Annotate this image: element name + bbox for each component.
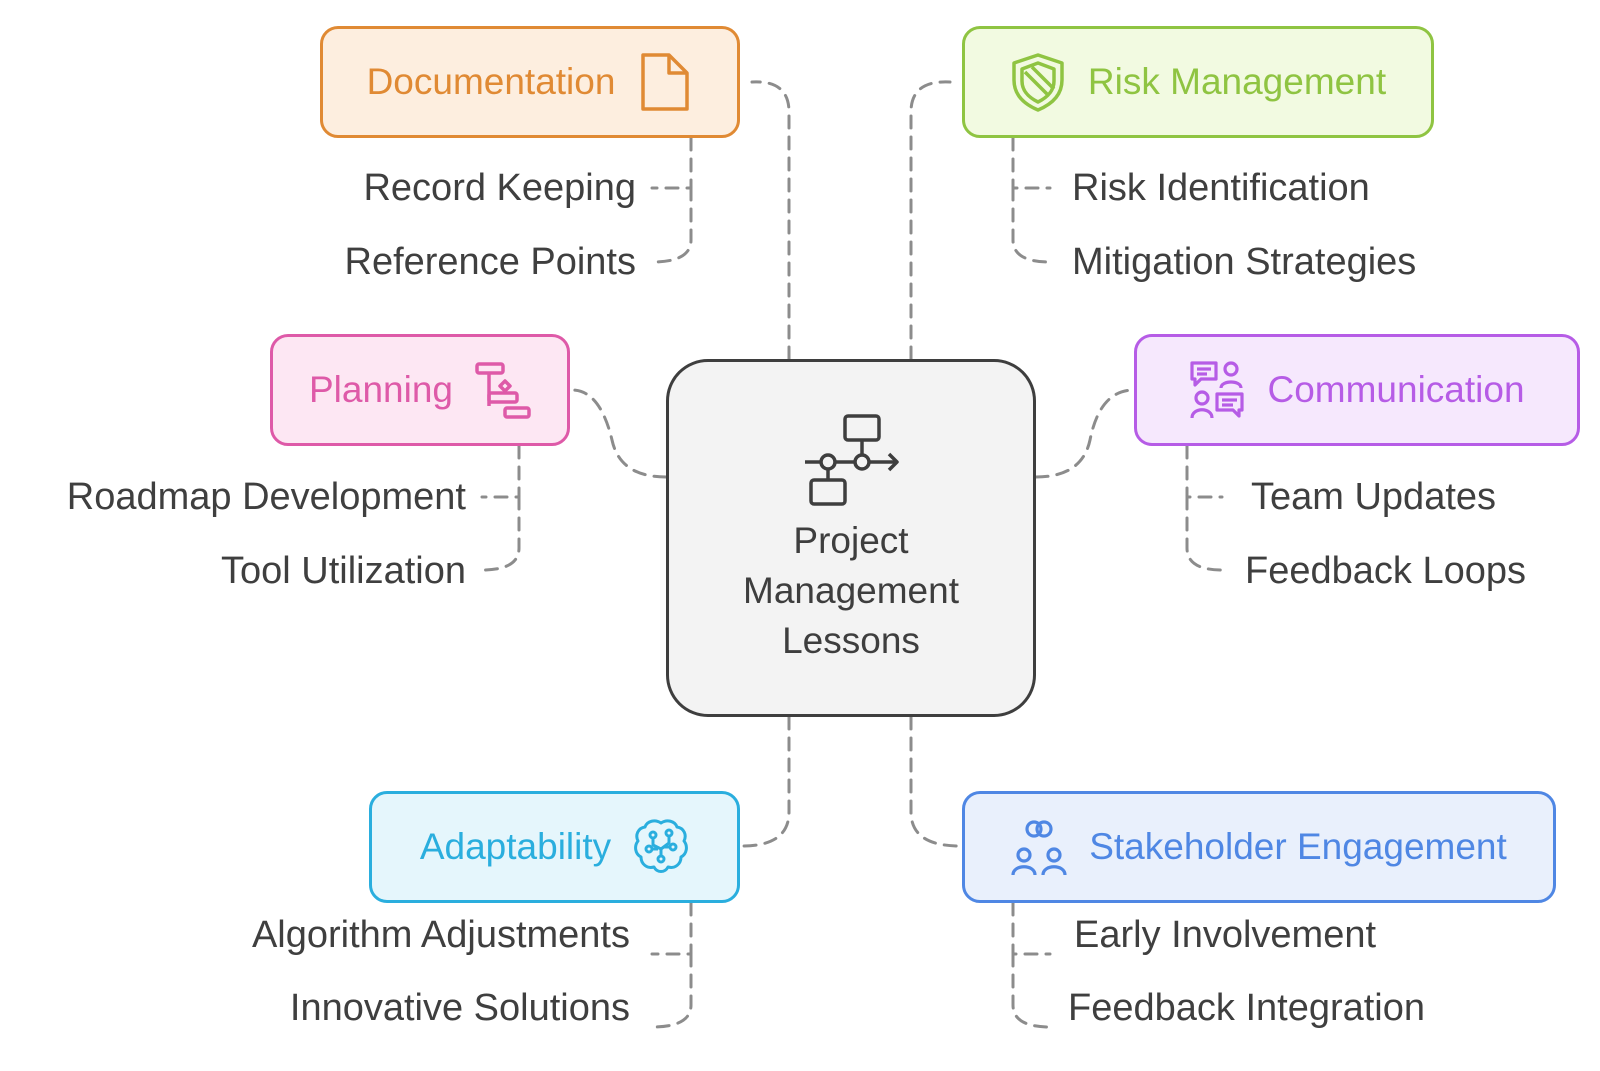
people-link-icon	[1011, 820, 1067, 876]
connector-early-involvement	[1011, 901, 1052, 956]
risk-management-node: Risk Management	[962, 26, 1434, 138]
sub-tool-utilization: Tool Utilization	[221, 550, 466, 592]
connector-feedback-integration	[1011, 952, 1052, 1029]
connector-stakeholder	[909, 715, 962, 848]
sub-algorithm-adjustments: Algorithm Adjustments	[251, 914, 630, 956]
sub-roadmap-development: Roadmap Development	[66, 476, 466, 518]
connector-documentation	[750, 80, 791, 361]
adaptability-label: Adaptability	[419, 826, 612, 867]
sub-reference-points: Reference Points	[344, 241, 637, 283]
connector-risk	[909, 80, 952, 361]
planning-label: Planning	[308, 369, 453, 410]
gantt-icon	[475, 362, 531, 419]
connector-team-updates	[1185, 444, 1224, 499]
documentation-node: Documentation	[320, 26, 740, 138]
workflow-icon	[805, 414, 899, 506]
sub-feedback-integration: Feedback Integration	[1068, 987, 1426, 1029]
connector-adaptability	[740, 715, 791, 848]
connector-planning	[570, 388, 668, 479]
communication-label: Communication	[1267, 369, 1525, 410]
brain-circuit-icon	[634, 819, 689, 873]
adaptability-node: Adaptability	[369, 791, 740, 903]
connector-algorithm-adjustments	[650, 901, 693, 956]
connector-tool-utilization	[480, 495, 521, 572]
sub-innovative-solutions: Innovative Solutions	[289, 987, 630, 1029]
document-icon	[641, 53, 690, 111]
sub-mitigation-strategies: Mitigation Strategies	[1072, 241, 1417, 283]
communication-node: Communication	[1134, 334, 1580, 446]
planning-node: Planning	[270, 334, 570, 446]
documentation-label: Documentation	[366, 61, 616, 102]
sub-early-involvement: Early Involvement	[1074, 914, 1377, 956]
connector-feedback-loops	[1185, 495, 1224, 572]
connector-innovative-solutions	[650, 952, 693, 1029]
sub-feedback-loops: Feedback Loops	[1245, 550, 1526, 592]
sub-record-keeping: Record Keeping	[363, 167, 636, 209]
risk-management-label: Risk Management	[1087, 61, 1387, 102]
connector-mitigation-strategies	[1011, 186, 1052, 264]
sub-risk-identification: Risk Identification	[1072, 167, 1370, 209]
center-title: Project Management Lessons	[743, 520, 959, 661]
shield-icon	[1012, 53, 1064, 112]
connector-risk-identification	[1011, 136, 1052, 190]
connector-roadmap-development	[480, 444, 521, 499]
stakeholder-engagement-node: Stakeholder Engagement	[962, 791, 1556, 903]
stakeholder-engagement-label: Stakeholder Engagement	[1089, 826, 1507, 867]
sub-team-updates: Team Updates	[1251, 476, 1497, 518]
connector-record-keeping	[650, 136, 693, 190]
connector-reference-points	[650, 186, 693, 264]
center-node: Project Management Lessons	[666, 359, 1036, 717]
connector-communication	[1034, 388, 1136, 479]
chat-people-icon	[1190, 361, 1245, 419]
